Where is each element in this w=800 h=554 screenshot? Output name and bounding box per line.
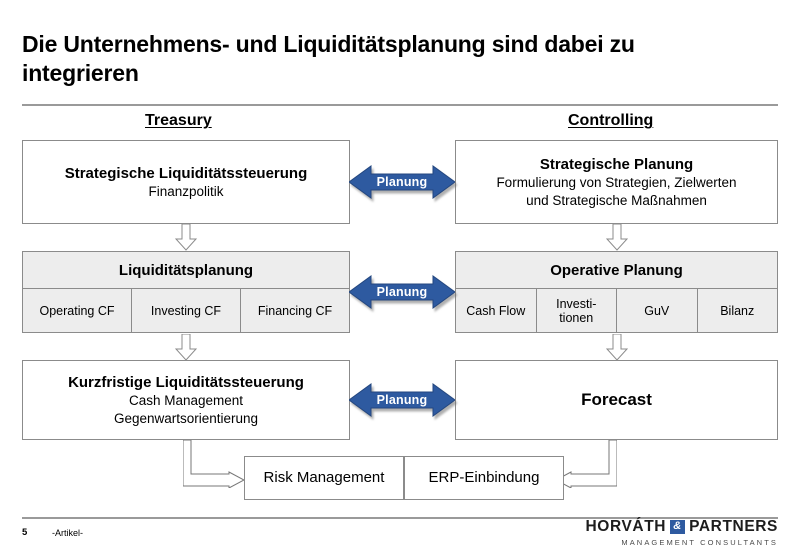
ampersand-icon: & <box>670 519 686 534</box>
box-headline: Forecast <box>581 390 652 410</box>
column-header-treasury: Treasury <box>145 112 212 129</box>
company-logo: HORVÁTH & PARTNERS MANAGEMENT CONSULTANT… <box>586 519 778 547</box>
connector-down-right-1 <box>606 224 628 251</box>
logo-tagline: MANAGEMENT CONSULTANTS <box>621 537 778 547</box>
page-title: Die Unternehmens- und Liquiditätsplanung… <box>22 31 635 86</box>
planung-arrow-label: Planung <box>376 285 428 299</box>
logo-part-horvath: HORVÁTH <box>585 518 667 535</box>
box-forecast[interactable]: Forecast <box>455 360 778 440</box>
logo-wordmark: HORVÁTH & PARTNERS <box>586 519 778 535</box>
box-headline: Risk Management <box>263 469 385 487</box>
box-risk-management[interactable]: Risk Management <box>244 456 404 500</box>
connector-elbow-right <box>555 440 617 488</box>
box-subline: Finanzpolitik <box>148 183 224 199</box>
box-headline: Liquiditätsplanung <box>23 252 349 289</box>
footer-label: -Artikel- <box>52 528 83 538</box>
box-subline-2: Gegenwartsorientierung <box>113 410 259 426</box>
box-strategische-liquiditaetssteuerung[interactable]: Strategische Liquiditätssteuerung Finanz… <box>22 140 350 224</box>
connector-elbow-left <box>183 440 245 488</box>
cell-row: Operating CF Investing CF Financing CF <box>23 289 349 332</box>
box-subline-1: Formulierung von Strategien, Zielwerten <box>496 175 737 191</box>
box-erp-einbindung[interactable]: ERP-Einbindung <box>404 456 564 500</box>
planung-arrow-label: Planung <box>376 175 428 189</box>
cell-bilanz[interactable]: Bilanz <box>720 303 755 318</box>
planung-arrow-top[interactable]: Planung <box>349 162 455 202</box>
cell-investing-cf[interactable]: Investing CF <box>132 289 241 332</box>
box-headline: Strategische Planung <box>539 155 694 173</box>
planung-arrow-label: Planung <box>376 393 428 407</box>
cell-row: Cash Flow Investi- tionen GuV Bilanz <box>456 289 777 332</box>
planung-arrow-middle[interactable]: Planung <box>349 272 455 312</box>
box-subline-2: und Strategische Maßnahmen <box>526 192 707 208</box>
page-number: 5 <box>22 527 28 538</box>
connector-down-left-2 <box>175 334 197 361</box>
connector-down-left-1 <box>175 224 197 251</box>
box-headline: Strategische Liquiditätssteuerung <box>64 164 308 182</box>
box-operative-planung[interactable]: Operative Planung Cash Flow Investi- tio… <box>455 251 778 333</box>
box-subline-1: Cash Management <box>128 393 244 409</box>
title-divider <box>22 104 778 106</box>
logo-part-partners: PARTNERS <box>689 518 778 535</box>
column-header-controlling: Controlling <box>568 112 654 129</box>
box-headline: Operative Planung <box>456 252 777 289</box>
box-liquiditaetsplanung[interactable]: Liquiditätsplanung Operating CF Investin… <box>22 251 350 333</box>
box-headline: Kurzfristige Liquiditätssteuerung <box>68 373 304 391</box>
cell-financing-cf[interactable]: Financing CF <box>257 303 333 318</box>
cell-guv[interactable]: GuV <box>617 289 698 332</box>
cell-cash-flow[interactable]: Cash Flow <box>456 289 537 332</box>
box-strategische-planung[interactable]: Strategische Planung Formulierung von St… <box>455 140 778 224</box>
planung-arrow-bottom[interactable]: Planung <box>349 380 455 420</box>
footer-divider <box>22 517 778 519</box>
box-kurzfristige-liquiditaetssteuerung[interactable]: Kurzfristige Liquiditätssteuerung Cash M… <box>22 360 350 440</box>
cell-operating-cf[interactable]: Operating CF <box>23 289 132 332</box>
cell-investitionen[interactable]: Investi- tionen <box>537 289 617 332</box>
connector-down-right-2 <box>606 334 628 361</box>
box-headline: ERP-Einbindung <box>428 469 540 487</box>
